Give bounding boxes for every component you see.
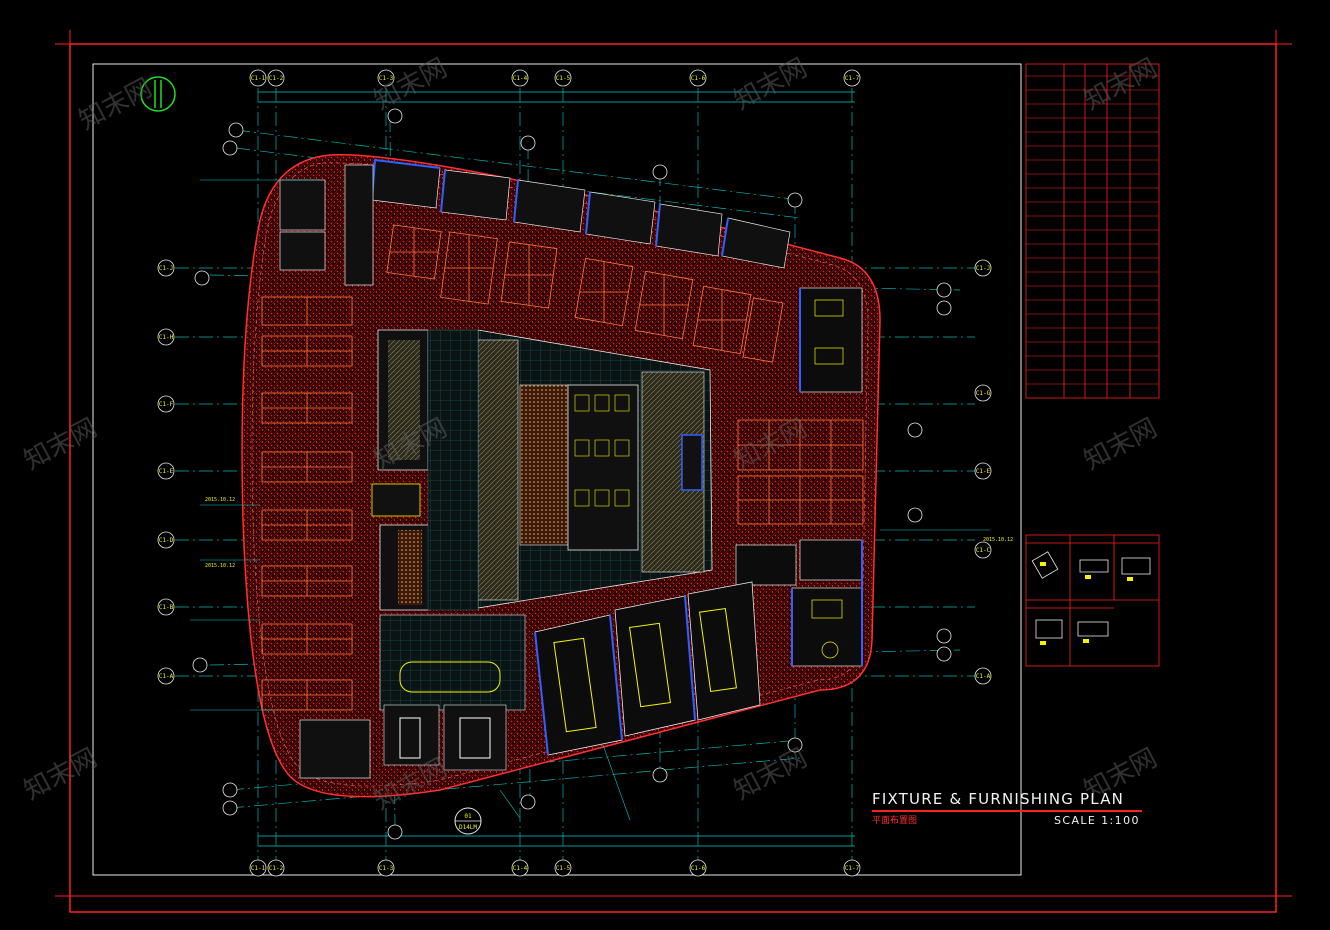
grid-label-left-3: C1-F: [159, 401, 174, 408]
grid-label-left-1: C1-J: [159, 265, 173, 272]
revision-date-1: 2015.10.12: [205, 497, 235, 503]
grid-label-top-2: C1-2: [269, 75, 284, 82]
grid-bubbles-skewed: [192, 108, 952, 840]
left-offices: [279, 164, 374, 779]
grid-label-right-2: C1-G: [976, 390, 991, 397]
revision-date-2: 2015.10.12: [205, 563, 235, 569]
watermark-text-5: 知末网: [19, 413, 102, 476]
watermark-text-2: 知末网: [369, 53, 452, 116]
drawing-subtitle: 平面布置图: [872, 816, 918, 826]
grid-label-bottom-6: C1-6: [691, 865, 706, 872]
grid-label-bottom-5: C1-5: [556, 865, 571, 872]
conference-rooms: [534, 581, 761, 756]
top-dimension: [258, 91, 855, 847]
grid-label-right-1: C1-J: [976, 265, 990, 272]
grid-label-bottom-7: C1-7: [845, 865, 860, 872]
grid-label-left-5: C1-D: [159, 537, 174, 544]
schedule-table: [1025, 63, 1160, 399]
grid-label-bottom-1: C1-1: [251, 865, 266, 872]
drawing-title: FIXTURE & FURNISHING PLAN: [872, 790, 1125, 808]
grid-label-top-6: C1-6: [691, 75, 706, 82]
grid-label-left-4: C1-E: [159, 468, 174, 475]
grid-label-top-5: C1-5: [556, 75, 571, 82]
grid-label-top-3: C1-3: [379, 75, 394, 82]
drawing-scale: SCALE 1:100: [1054, 814, 1140, 827]
grid-label-top-1: C1-1: [251, 75, 266, 82]
grid-label-left-2: C1-H: [159, 334, 174, 341]
furniture-legend-symbols: [1031, 551, 1151, 639]
title-block: FIXTURE & FURNISHING PLAN 平面布置图 SCALE 1:…: [872, 790, 1162, 835]
grid-label-bottom-2: C1-2: [269, 865, 284, 872]
section-sheet: D14LM: [459, 824, 477, 831]
grid-label-top-4: C1-4: [513, 75, 528, 82]
service-strip: [371, 329, 479, 611]
left-workstations: [261, 296, 353, 711]
north-arrow: [140, 76, 176, 112]
annotation-leaders: [190, 179, 990, 821]
top-workstations: [386, 224, 784, 363]
drawing-frame: [92, 63, 1022, 876]
furniture-legend: [1025, 534, 1160, 667]
grid-label-right-3: C1-E: [976, 468, 991, 475]
grid-bubbles-top: [249, 69, 861, 87]
watermark-text-3: 知末网: [729, 53, 812, 116]
watermark-text-11: 知末网: [729, 743, 812, 806]
grid-bubbles-left: [157, 259, 175, 685]
section-number: 01: [464, 813, 472, 820]
grid-label-bottom-3: C1-3: [379, 865, 394, 872]
watermark-text-9: 知末网: [19, 743, 102, 806]
top-offices: [371, 159, 791, 269]
grid-label-left-7: C1-A: [159, 673, 174, 680]
grid-bubbles-bottom: [249, 859, 861, 877]
reception: [379, 614, 526, 771]
central-core: [477, 329, 713, 609]
grid-bubbles-right: [974, 259, 992, 685]
watermark-text-4: 知末网: [1079, 53, 1162, 116]
watermark-text-1: 知末网: [74, 73, 157, 136]
right-workstations: [737, 419, 864, 525]
grid-label-right-4: C1-C: [976, 547, 991, 554]
title-underline: [872, 810, 1142, 812]
revision-date-3: 2015.10.12: [983, 537, 1013, 543]
grid-label-left-6: C1-B: [159, 604, 174, 611]
section-mark: 01 D14LM: [454, 807, 482, 835]
grid-label-right-5: C1-A: [976, 673, 991, 680]
watermark-text-8: 知末网: [1079, 413, 1162, 476]
grid-label-bottom-4: C1-4: [513, 865, 528, 872]
grid-label-top-7: C1-7: [845, 75, 860, 82]
